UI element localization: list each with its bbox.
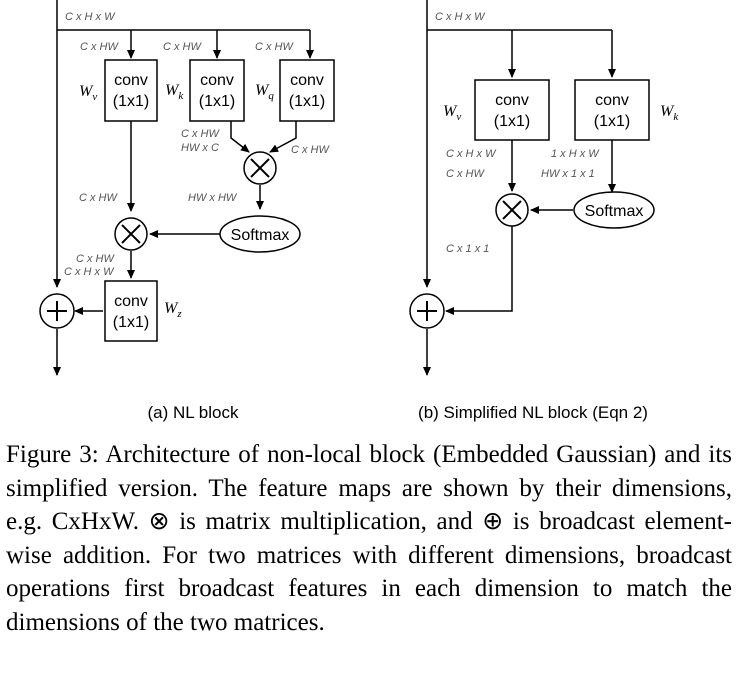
- key-dim-label: 1 x H x W: [551, 148, 600, 160]
- branch-v-dim-label: C x HW: [80, 41, 120, 53]
- panel-b-simplified-nl-block: C x H x W C x H x W C x HW 1 x H x W HW …: [409, 0, 679, 422]
- conv-box-k: conv (1x1): [189, 59, 245, 122]
- svg-text:(1x1): (1x1): [289, 93, 325, 110]
- conv-box-q: conv (1x1): [279, 59, 335, 122]
- caption-part-1: Figure 3: Architecture of non-local bloc…: [6, 441, 732, 535]
- input-dim-label: C x H x W: [435, 11, 486, 23]
- key-reshaped-dim-label: HW x 1 x 1: [541, 168, 595, 180]
- out-dim-label: C x HW: [76, 253, 116, 265]
- conv-box-v: conv (1x1): [104, 59, 158, 122]
- value-reshaped-dim-label: C x HW: [446, 168, 486, 180]
- conv-box-k: conv (1x1): [574, 79, 650, 141]
- svg-text:Softmax: Softmax: [585, 203, 644, 220]
- weight-q-label: Wq: [255, 82, 274, 102]
- key-dim-label: C x HW: [181, 128, 221, 140]
- svg-text:Softmax: Softmax: [231, 227, 290, 244]
- panel-a-nl-block: C x H x W C x HW C x HW C x HW C x HW HW…: [39, 0, 335, 422]
- svg-text:conv: conv: [595, 92, 629, 109]
- panel-a-caption: (a) NL block: [147, 403, 239, 422]
- svg-text:conv: conv: [290, 72, 324, 89]
- caption-part-2: is matrix multiplication, and: [179, 508, 473, 535]
- branch-k-dim-label: C x HW: [163, 41, 203, 53]
- branch-q-dim-label: C x HW: [255, 41, 295, 53]
- add-operator-icon: [409, 293, 445, 329]
- caption-part-3: is broadcast element-wise addition. For …: [6, 508, 732, 636]
- context-dim-label: C x 1 x 1: [446, 243, 489, 255]
- weight-k-label: Wk: [165, 82, 184, 102]
- svg-text:conv: conv: [114, 293, 148, 310]
- matmul-operator-icon: [243, 151, 277, 185]
- softmax-node: Softmax: [573, 191, 655, 229]
- otimes-symbol: ⊗: [148, 508, 170, 535]
- weight-z-label: Wz: [164, 300, 182, 320]
- add-operator-icon: [39, 293, 75, 329]
- key-transposed-dim-label: HW x C: [181, 142, 219, 154]
- matmul-operator-icon: [495, 193, 529, 227]
- figure-caption: Figure 3: Architecture of non-local bloc…: [6, 438, 732, 639]
- svg-text:(1x1): (1x1): [113, 93, 149, 110]
- attention-dim-label: HW x HW: [188, 192, 238, 204]
- input-dim-label: C x H x W: [65, 11, 116, 23]
- weight-v-label: Wv: [79, 83, 97, 103]
- matmul-operator-icon: [114, 217, 148, 251]
- panel-b-caption: (b) Simplified NL block (Eqn 2): [418, 403, 648, 422]
- svg-text:(1x1): (1x1): [113, 314, 149, 331]
- panel-a-wires: [53, 0, 314, 376]
- svg-text:conv: conv: [114, 72, 148, 89]
- svg-text:(1x1): (1x1): [594, 113, 630, 130]
- panel-b-wires: [423, 0, 616, 376]
- svg-text:conv: conv: [200, 72, 234, 89]
- weight-k-label: Wk: [660, 103, 679, 123]
- svg-text:(1x1): (1x1): [199, 93, 235, 110]
- out-reshaped-dim-label: C x H x W: [64, 266, 115, 278]
- weight-v-label: Wv: [443, 103, 461, 123]
- svg-text:conv: conv: [495, 92, 529, 109]
- value-dim-label: C x H x W: [446, 148, 497, 160]
- softmax-node: Softmax: [219, 215, 301, 253]
- svg-text:(1x1): (1x1): [494, 113, 530, 130]
- value-dim-label: C x HW: [79, 192, 119, 204]
- query-dim-label: C x HW: [291, 144, 331, 156]
- oplus-symbol: ⊕: [482, 508, 504, 535]
- architecture-diagram: C x H x W C x HW C x HW C x HW C x HW HW…: [39, 0, 679, 422]
- conv-box-z: conv (1x1): [104, 280, 158, 342]
- conv-box-v: conv (1x1): [474, 79, 550, 141]
